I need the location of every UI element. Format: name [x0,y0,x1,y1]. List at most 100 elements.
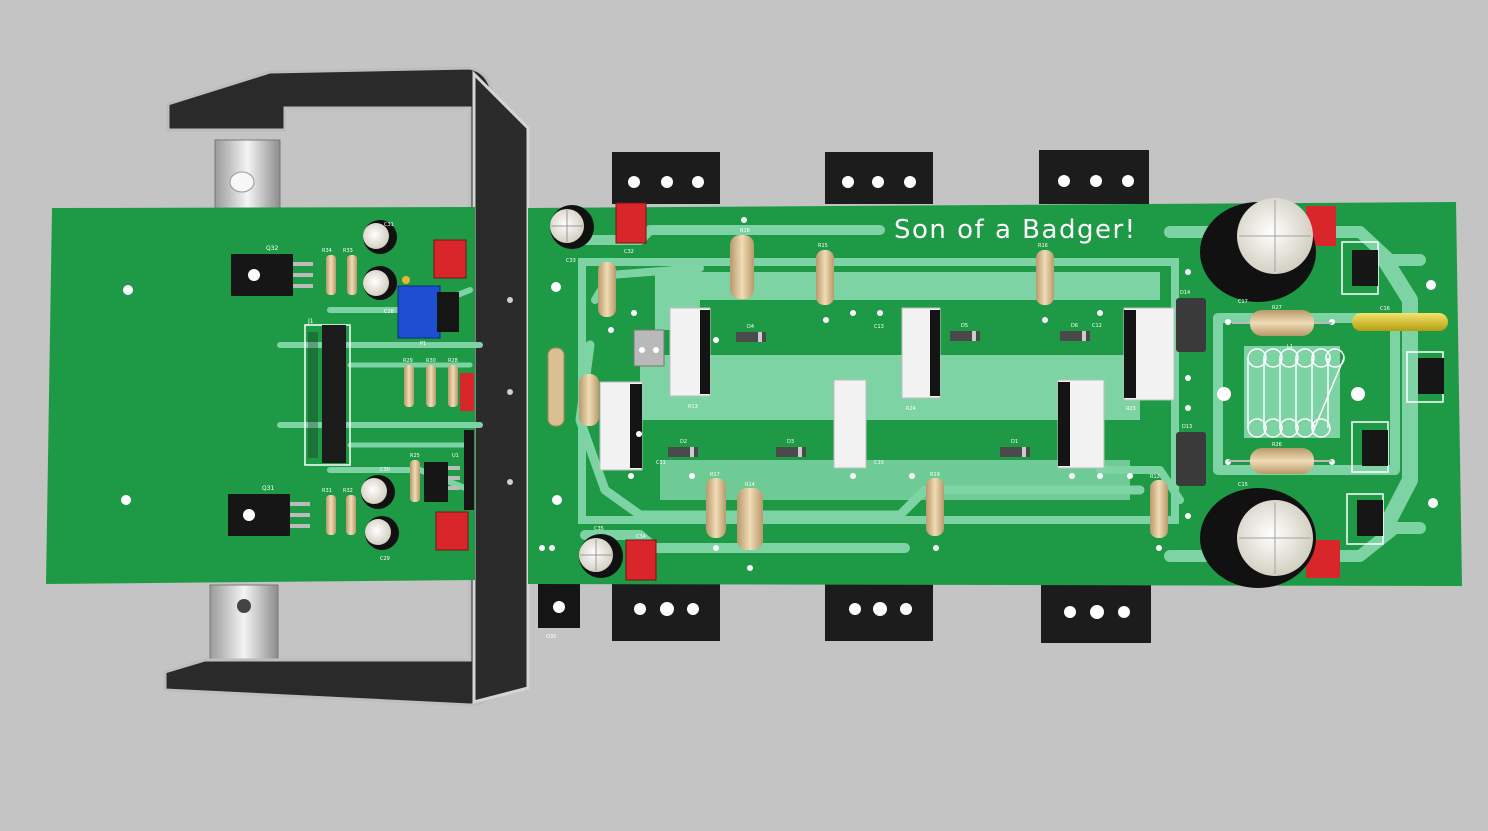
label-r14: R14 [745,482,755,488]
label-r12: R12 [1150,474,1160,480]
diode-d13: D13 [1176,424,1206,486]
label-c29: C29 [380,556,390,562]
label-q32: Q32 [266,245,279,252]
label-r30: R30 [426,358,436,364]
label-c33: C33 [566,258,576,264]
left-section-components: Q32 Q31 J1 R34 R33 R31 R32 [228,220,474,562]
cap-c15: C15 [1200,482,1340,588]
diode-d14: D14 [1176,290,1206,352]
terminals-right [1341,241,1444,545]
bracket-screw-2 [507,389,513,395]
pcb-board [46,202,1462,586]
small-bridge-part [633,329,665,367]
heatsink-top-1 [612,152,720,204]
label-c15: C15 [1238,482,1248,488]
label-p1: P1 [420,341,426,347]
label-l1: L1 [1287,344,1293,350]
label-d6: D6 [1071,323,1078,329]
label-d14: D14 [1180,290,1190,296]
smd-cap-left-3 [435,511,469,551]
transistor-q30-package [538,583,580,628]
label-r19: R19 [930,472,940,478]
cap-c35: C35 [579,526,623,578]
cap-c17: C17 [1200,198,1336,305]
label-c10: C10 [874,460,884,466]
board-title: Son of a Badger! [894,215,1137,245]
cap-c33: C33 [550,205,594,264]
pcb-copper-pour-mid [640,355,1140,420]
label-u1: U1 [452,453,459,459]
label-c12: C12 [1092,323,1102,329]
label-q31: Q31 [262,485,275,492]
smd-cap-left-2 [460,373,474,411]
heatsinks [538,150,1151,643]
pcb-copper-pour-lower [660,460,1130,500]
bracket-tab-bottom [209,584,279,663]
label-r18: R18 [740,228,750,234]
label-c34: C34 [636,534,646,540]
label-r13: R13 [688,404,698,410]
label-d5: D5 [961,323,968,329]
pad-large-left [1217,387,1231,401]
bracket-side [472,70,530,704]
label-c32: C32 [624,249,634,255]
resistor-r27: R27 [1232,305,1332,336]
label-r24: R24 [906,406,916,412]
label-r33: R33 [343,248,353,254]
label-q30: Q30 [546,634,556,640]
label-r29: R29 [403,358,413,364]
heatsink-top-3 [1039,150,1149,204]
cap-c16-yellow: C16 [1352,306,1448,331]
heatsink-bottom-2 [825,583,933,641]
bracket-hole-bottom [237,599,251,613]
label-r25: R25 [410,453,420,459]
label-d4: D4 [747,324,754,330]
label-d1: D1 [1011,439,1018,445]
connector-j1: J1 [304,318,351,466]
trimmer-p1: P1 [397,276,459,347]
label-c28: C28 [384,309,394,315]
transistor-q32: Q32 [231,245,313,296]
label-d13: D13 [1182,424,1192,430]
label-c30: C30 [380,467,390,473]
smd-cap-left-1 [433,239,467,279]
bracket-screw-1 [507,297,513,303]
inductor-l1: L1 [1244,344,1345,438]
resistors-left-mid: R29 R30 R28 [403,358,458,407]
label-r34: R34 [322,248,332,254]
label-c35: C35 [594,526,604,532]
label-r31: R31 [322,488,332,494]
bracket-screw-3 [507,479,513,485]
label-c17: C17 [1238,299,1248,305]
power-resistors: R13 R24 R23 [599,307,1175,471]
label-r16: R16 [1038,243,1048,249]
label-j1: J1 [307,318,314,325]
heatsink-bottom-3 [1041,583,1151,643]
pad-large-right [1351,387,1365,401]
label-r26: R26 [1272,442,1282,448]
pcb-copper-ring [578,258,1179,524]
label-r23: R23 [1126,406,1136,412]
pcb-mounting-holes [121,280,1438,508]
resistors-main-upper: R15 R16 R18 [598,228,1054,317]
label-c16: C16 [1380,306,1390,312]
diodes-main: D4 D5 D6 D2 D3 D1 [668,323,1090,457]
label-c11: C11 [656,460,666,466]
caps-left-top: C31 C28 [363,220,397,315]
label-r15: R15 [818,243,828,249]
label-c31: C31 [384,222,394,228]
resistor-r26: R26 [1228,442,1332,474]
resistors-left-lower: R31 R32 [322,488,356,535]
resistors-left-upper: R34 R33 [322,248,357,295]
heatsink-bottom-1 [612,583,720,641]
caps-left-bottom: C30 C29 [361,467,399,562]
label-r27: R27 [1272,305,1282,311]
ic-u1: R25 U1 [410,430,474,510]
label-r17: R17 [710,472,720,478]
bracket-hole-top [229,171,255,193]
label-d3: D3 [787,439,794,445]
smd-cap-c32 [615,202,647,244]
label-d2: D2 [680,439,687,445]
main-section-components: Son of a Badger! C33 C35 C32 C34 R15 R16… [539,198,1448,640]
